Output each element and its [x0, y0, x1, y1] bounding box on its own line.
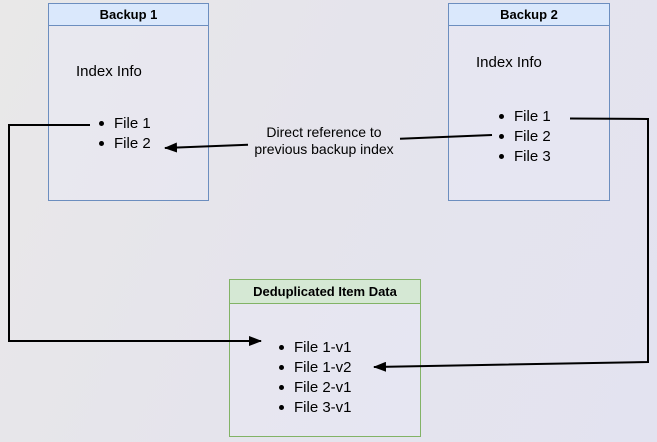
- dedup-file-list: File 1-v1 File 1-v2 File 2-v1 File 3-v1: [279, 338, 352, 418]
- list-item: File 1-v1: [279, 338, 352, 358]
- dedup-title: Deduplicated Item Data: [230, 280, 420, 304]
- backup2-title: Backup 2: [449, 4, 609, 26]
- list-item: File 1-v2: [279, 358, 352, 378]
- backup1-index-label: Index Info: [76, 63, 142, 80]
- backup1-title: Backup 1: [49, 4, 208, 26]
- backup1-file-list: File 1 File 2: [99, 114, 151, 154]
- direct-reference-label: Direct reference to previous backup inde…: [238, 124, 410, 158]
- backup1-box: Backup 1 Index Info File 1 File 2: [48, 3, 209, 201]
- list-item: File 3: [499, 147, 551, 167]
- backup2-box: Backup 2 Index Info File 1 File 2 File 3: [448, 3, 610, 201]
- list-item: File 1: [499, 107, 551, 127]
- dedup-box: Deduplicated Item Data File 1-v1 File 1-…: [229, 279, 421, 437]
- backup2-index-label: Index Info: [476, 54, 542, 71]
- list-item: File 2-v1: [279, 378, 352, 398]
- list-item: File 2: [499, 127, 551, 147]
- direct-reference-label-line2: previous backup index: [254, 141, 394, 157]
- direct-reference-label-line1: Direct reference to: [266, 124, 382, 140]
- list-item: File 1: [99, 114, 151, 134]
- list-item: File 2: [99, 134, 151, 154]
- list-item: File 3-v1: [279, 398, 352, 418]
- backup2-file-list: File 1 File 2 File 3: [499, 107, 551, 167]
